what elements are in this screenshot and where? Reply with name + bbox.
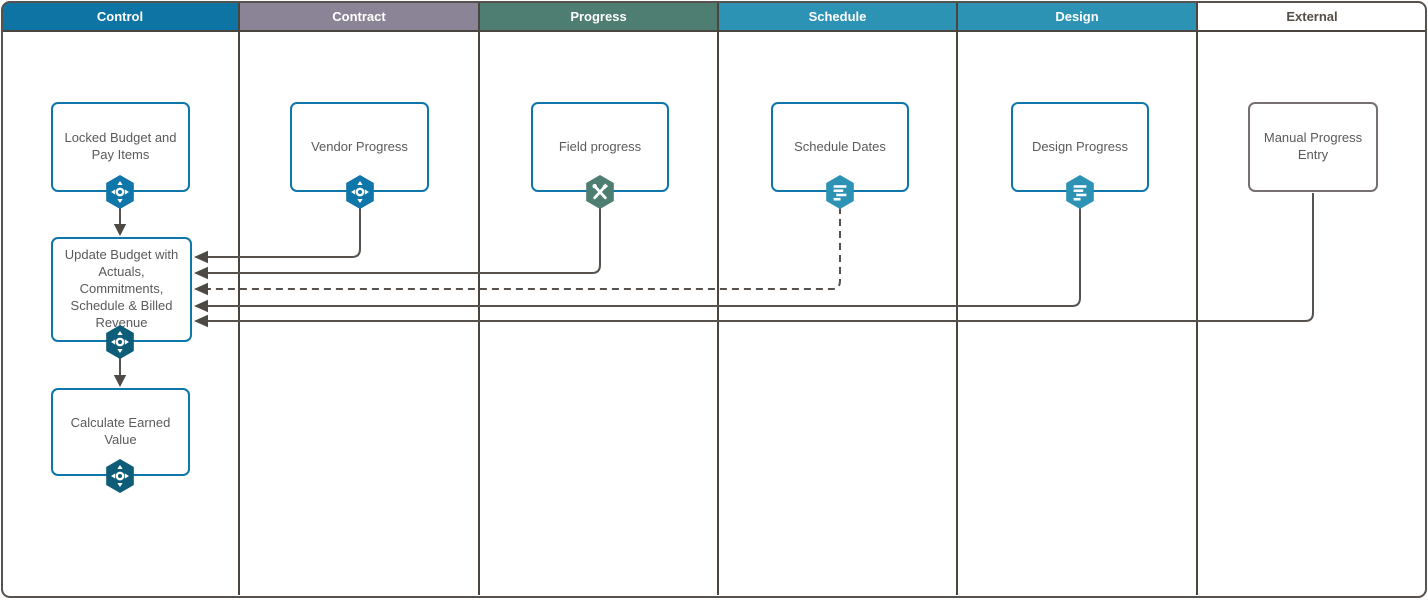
node-update-budget[interactable]: Update Budget with Actuals, Commitments,… [51,237,192,342]
lane-label: External [1286,8,1338,24]
lane-header-row: Control Contract Progress Schedule Desig… [2,2,1426,32]
node-label: Design Progress [1031,138,1129,154]
node-label: Calculate Earned Value [70,415,171,447]
node-locked-budget[interactable]: Locked Budget and Pay Items [51,102,190,192]
node-field-progress[interactable]: Field progress [531,102,669,192]
lane-label: Progress [570,8,627,24]
lane-header-control: Control [2,2,240,32]
node-label: Field progress [558,138,642,154]
node-label: Locked Budget and Pay Items [64,130,177,162]
lane-header-progress: Progress [480,2,719,32]
lane-header-design: Design [958,2,1198,32]
lane-label: Contract [332,8,386,24]
node-label: Manual Progress Entry [1263,130,1363,162]
node-label: Vendor Progress [311,138,408,154]
lane-header-external: External [1198,2,1426,32]
node-label: Schedule Dates [794,138,886,154]
lane-header-contract: Contract [240,2,480,32]
node-manual-progress-entry[interactable]: Manual Progress Entry [1248,102,1378,192]
lane-header-schedule: Schedule [719,2,958,32]
lane-label: Control [96,8,144,24]
node-label: Update Budget with Actuals, Commitments,… [64,247,179,330]
lane-label: Schedule [808,8,867,24]
lane-label: Design [1055,8,1099,24]
